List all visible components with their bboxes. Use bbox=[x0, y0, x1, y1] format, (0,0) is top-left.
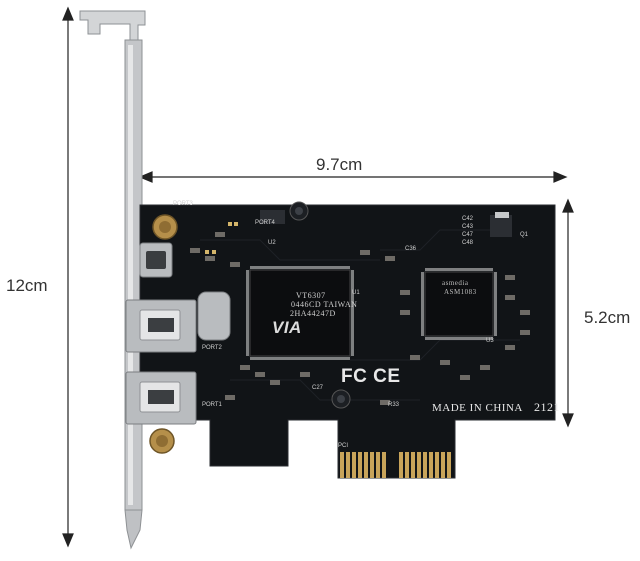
capacitor-bottom bbox=[331, 389, 351, 409]
year-mark: 2121 bbox=[534, 400, 560, 414]
silk-label: R33 bbox=[388, 402, 400, 408]
silk-label: PORT3 bbox=[173, 201, 193, 207]
silk-label: U1 bbox=[352, 290, 360, 296]
screw-bottom bbox=[149, 428, 175, 454]
silk-label: U3 bbox=[486, 338, 494, 344]
silk-label: C43 bbox=[462, 224, 474, 230]
silk-label: PCI bbox=[338, 443, 349, 449]
silk-label: U2 bbox=[268, 240, 276, 246]
via-chip-model: VT6307 bbox=[296, 291, 326, 300]
silk-label: C47 bbox=[462, 232, 474, 238]
firewire-port-small bbox=[139, 242, 173, 278]
made-in-label: MADE IN CHINA bbox=[432, 402, 523, 414]
via-chip bbox=[246, 266, 354, 360]
via-chip-code: 2HA44247D bbox=[290, 309, 336, 318]
screw-top bbox=[152, 214, 178, 240]
via-chip-origin: 0446CD TAIWAN bbox=[291, 300, 358, 309]
silk-label: PORT1 bbox=[202, 402, 222, 408]
mounting-bracket bbox=[79, 10, 146, 550]
silk-label: C42 bbox=[462, 216, 474, 222]
asmedia-brand: asmedia bbox=[442, 279, 469, 287]
board-height-dimension-label: 5.2cm bbox=[584, 308, 631, 327]
height-dimension-label: 12cm bbox=[6, 276, 48, 295]
asmedia-chip bbox=[421, 268, 497, 340]
via-brand-logo: VIA bbox=[272, 318, 302, 337]
silk-label: C27 bbox=[312, 385, 324, 391]
gold-fingers bbox=[340, 452, 451, 478]
firewire-port-bottom bbox=[125, 371, 197, 425]
dimension-lines bbox=[62, 6, 574, 548]
silk-label: PORT2 bbox=[202, 345, 222, 351]
crystal-oscillator bbox=[197, 291, 231, 341]
certification-marks: FC CE bbox=[341, 366, 401, 387]
firewire-port-middle bbox=[125, 299, 197, 353]
asmedia-model: ASM1083 bbox=[444, 288, 477, 296]
width-dimension-label: 9.7cm bbox=[316, 155, 363, 174]
capacitor-top bbox=[289, 201, 309, 221]
silk-label: C36 bbox=[405, 246, 417, 252]
silk-label: C48 bbox=[462, 240, 474, 246]
silk-label: Q1 bbox=[520, 232, 529, 238]
smd-components bbox=[190, 210, 530, 405]
silk-label: PORT4 bbox=[255, 220, 275, 226]
